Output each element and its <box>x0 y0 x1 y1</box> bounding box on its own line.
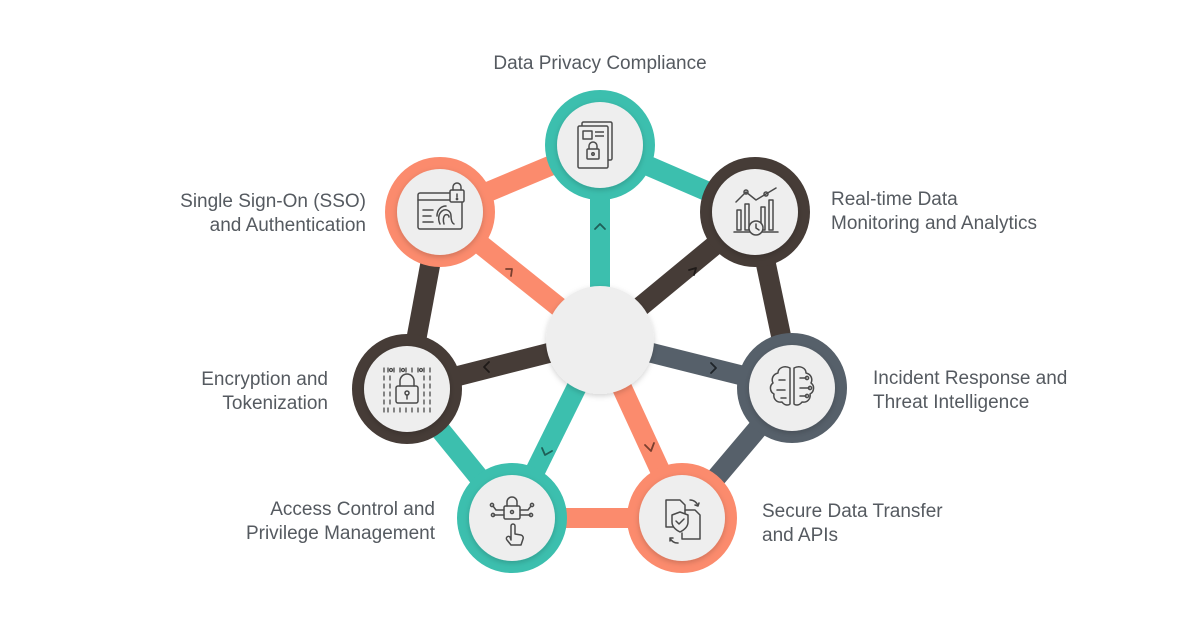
chevron-downright-icon <box>644 442 655 452</box>
brain-circuit-icon <box>769 366 815 406</box>
fingerprint-login-icon <box>417 182 465 230</box>
label-sso: Single Sign-On (SSO) and Authentication <box>180 191 366 236</box>
binary-lock-icon <box>383 367 431 413</box>
spoke-chevrons <box>483 223 717 456</box>
label-secure-transfer: Secure Data Transfer and APIs <box>762 501 943 546</box>
chevron-left-icon <box>483 361 490 373</box>
label-data-privacy: Data Privacy Compliance <box>493 53 707 74</box>
node-sso <box>385 157 495 267</box>
node-data-privacy <box>545 90 655 200</box>
node-realtime-monitoring <box>700 157 810 267</box>
chevron-downleft-icon <box>541 447 553 456</box>
node-face-encryption <box>364 346 450 432</box>
center-hub <box>546 286 654 394</box>
chevron-upright-icon <box>688 267 697 276</box>
node-incident-response <box>737 333 847 443</box>
node-encryption <box>352 334 462 444</box>
node-face-realtime-monitoring <box>712 169 798 255</box>
locked-documents-icon <box>577 121 613 169</box>
node-secure-transfer <box>627 463 737 573</box>
circuit-lock-touch-icon <box>489 496 535 546</box>
label-incident-response: Incident Response and Threat Intelligenc… <box>873 368 1068 413</box>
label-realtime-monitoring: Real-time Data Monitoring and Analytics <box>831 189 1037 234</box>
node-face-incident-response <box>749 345 835 431</box>
label-encryption: Encryption and Tokenization <box>201 369 328 414</box>
node-face-access-control <box>469 475 555 561</box>
analytics-chart-icon <box>733 187 779 236</box>
label-access-control: Access Control and Privilege Management <box>245 499 435 544</box>
chevron-upleft-icon <box>505 268 513 277</box>
shield-document-transfer-icon <box>665 499 701 544</box>
chevron-up-icon <box>594 223 606 230</box>
chevron-right-icon <box>710 362 717 374</box>
node-access-control <box>457 463 567 573</box>
